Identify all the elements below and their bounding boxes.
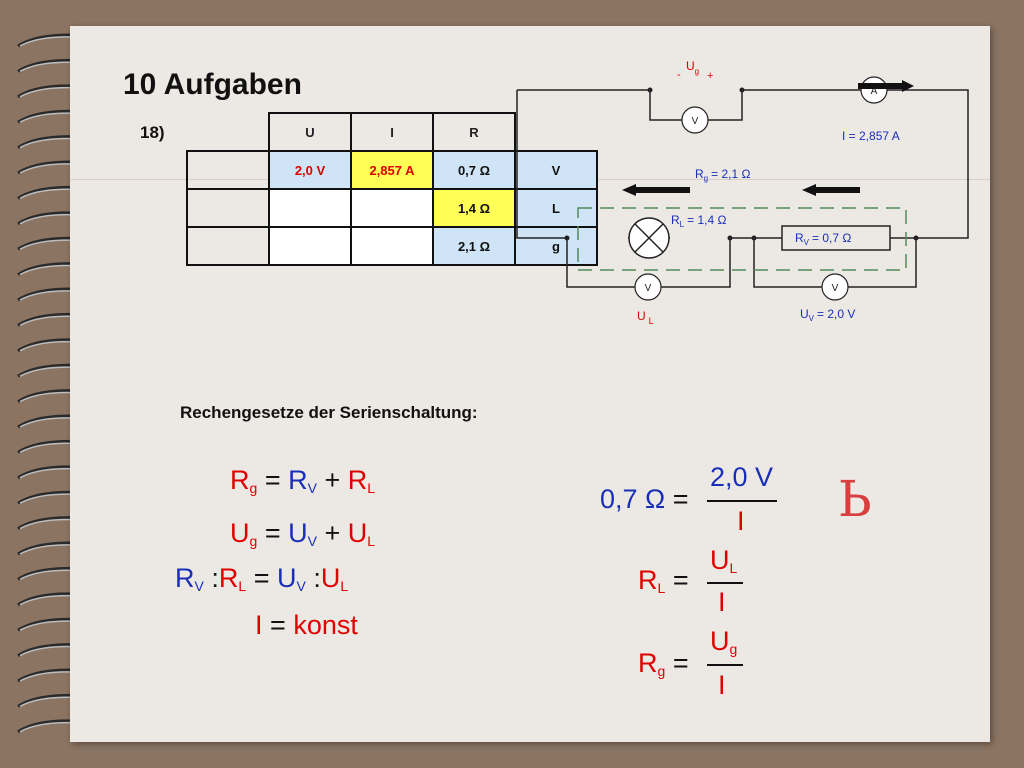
row-tag: g: [514, 226, 598, 266]
formula-voltage-sum: Ug = UV + UL: [230, 518, 376, 549]
row-tag: V: [514, 150, 598, 190]
values-table: U I R 2,0 V 2,857 A 0,7 Ω V 1,4 Ω L 2,1 …: [186, 112, 598, 266]
formula-rg-lhs: Rg =: [638, 648, 689, 679]
fraction-bar: [707, 582, 743, 584]
cell-u: 2,0 V: [268, 150, 352, 190]
formula-example-lhs: 0,7 Ω =: [600, 484, 689, 514]
table-row: 2,0 V 2,857 A 0,7 Ω V: [186, 150, 598, 190]
formula-resistance-sum: Rg = RV + RL: [230, 465, 376, 496]
header-i: I: [350, 112, 434, 152]
formula-rl-lhs: RL =: [638, 565, 689, 596]
decorative-glyph: Ь: [838, 470, 872, 528]
header-r: R: [432, 112, 516, 152]
cell-i: 2,857 A: [350, 150, 434, 190]
cell-i: [350, 188, 434, 228]
cell-r: 1,4 Ω: [432, 188, 516, 228]
formula-ratio: RV :RL = UV :UL: [175, 563, 349, 594]
formula-rl-denominator: I: [718, 587, 726, 617]
cell-r: 0,7 Ω: [432, 150, 516, 190]
header-u: U: [268, 112, 352, 152]
table-header-spacer: [187, 113, 269, 151]
formula-rg-numerator: Ug: [710, 626, 738, 657]
laws-heading: Rechengesetze der Serienschaltung:: [180, 403, 478, 422]
task-number: 18): [140, 123, 165, 142]
cell-u: [268, 188, 352, 228]
page-title: 10 Aufgaben: [123, 68, 302, 101]
formula-rl-numerator: UL: [710, 545, 738, 576]
table-header-row: U I R: [187, 112, 597, 152]
table-row: 2,1 Ω g: [186, 226, 598, 266]
row-spacer: [186, 150, 270, 190]
formula-current-constant: I = konst: [255, 610, 358, 640]
formula-rg-denominator: I: [718, 670, 726, 700]
row-spacer: [186, 226, 270, 266]
table-row: 1,4 Ω L: [186, 188, 598, 228]
cell-i: [350, 226, 434, 266]
table-header-spacer: [515, 113, 597, 151]
formula-example-denominator: I: [737, 506, 745, 536]
fraction-bar: [707, 664, 743, 666]
cell-u: [268, 226, 352, 266]
formula-example-numerator: 2,0 V: [710, 462, 774, 492]
row-tag: L: [514, 188, 598, 228]
fraction-bar: [707, 500, 777, 502]
cell-r: 2,1 Ω: [432, 226, 516, 266]
row-spacer: [186, 188, 270, 228]
